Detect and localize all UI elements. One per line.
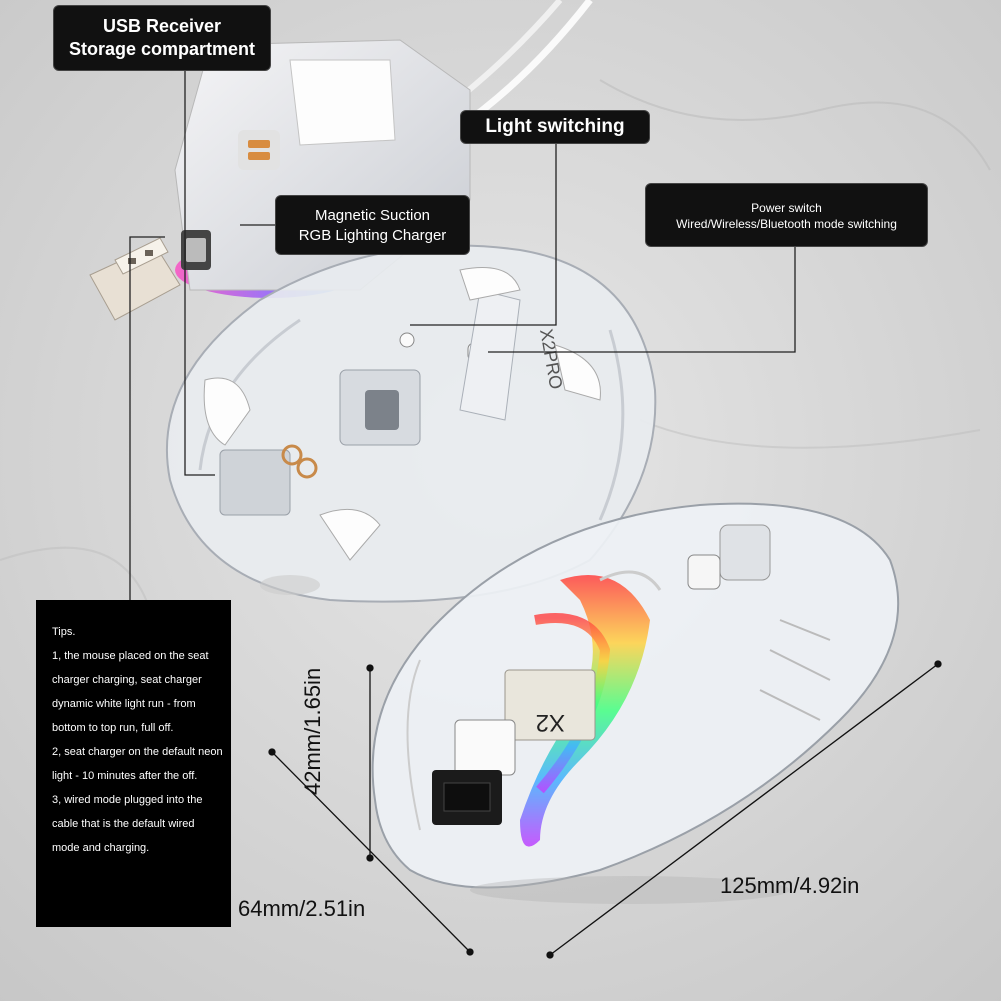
tips-item-1: 1, the mouse placed on the seat charger … — [52, 650, 209, 734]
mouse-bottom-view: X2PRO — [166, 244, 657, 603]
magnetic-callout-line-2: RGB Lighting Charger — [298, 227, 447, 244]
usb-receiver-dongle — [89, 237, 181, 321]
power-callout-line-2: Wired/Wireless/Bluetooth mode switching — [676, 217, 897, 231]
tips-title: Tips. — [52, 626, 76, 638]
usb-callout-line-1: USB Receiver — [102, 16, 222, 36]
height-dimension-label: 42mm/1.65in — [300, 667, 325, 795]
power-switch-callout: Power switch Wired/Wireless/Bluetooth mo… — [645, 183, 928, 247]
top-model-text: X2 — [536, 709, 565, 736]
light-switching-callout: Light switching — [460, 110, 650, 144]
length-dimension-label: 125mm/4.92in — [720, 873, 860, 898]
power-callout-line-1: Power switch — [751, 201, 822, 215]
width-dimension-label: 64mm/2.51in — [238, 896, 366, 921]
magnetic-callout-line-1: Magnetic Suction — [314, 207, 431, 224]
light-callout-text: Light switching — [485, 116, 625, 137]
tips-item-2: 2, seat charger on the default neon ligh… — [52, 746, 223, 782]
magnetic-charger-callout: Magnetic Suction RGB Lighting Charger — [275, 195, 470, 255]
callout-leaders — [129, 70, 796, 600]
tips-item-3: 3, wired mode plugged into the cable tha… — [52, 794, 203, 854]
usb-callout-line-2: Storage compartment — [68, 39, 256, 59]
tips-panel: Tips. 1, the mouse placed on the seat ch… — [36, 600, 231, 927]
dimension-lines — [268, 660, 942, 959]
usb-receiver-callout: USB Receiver Storage compartment — [53, 5, 271, 71]
mouse-top-view: X2 — [371, 502, 900, 904]
